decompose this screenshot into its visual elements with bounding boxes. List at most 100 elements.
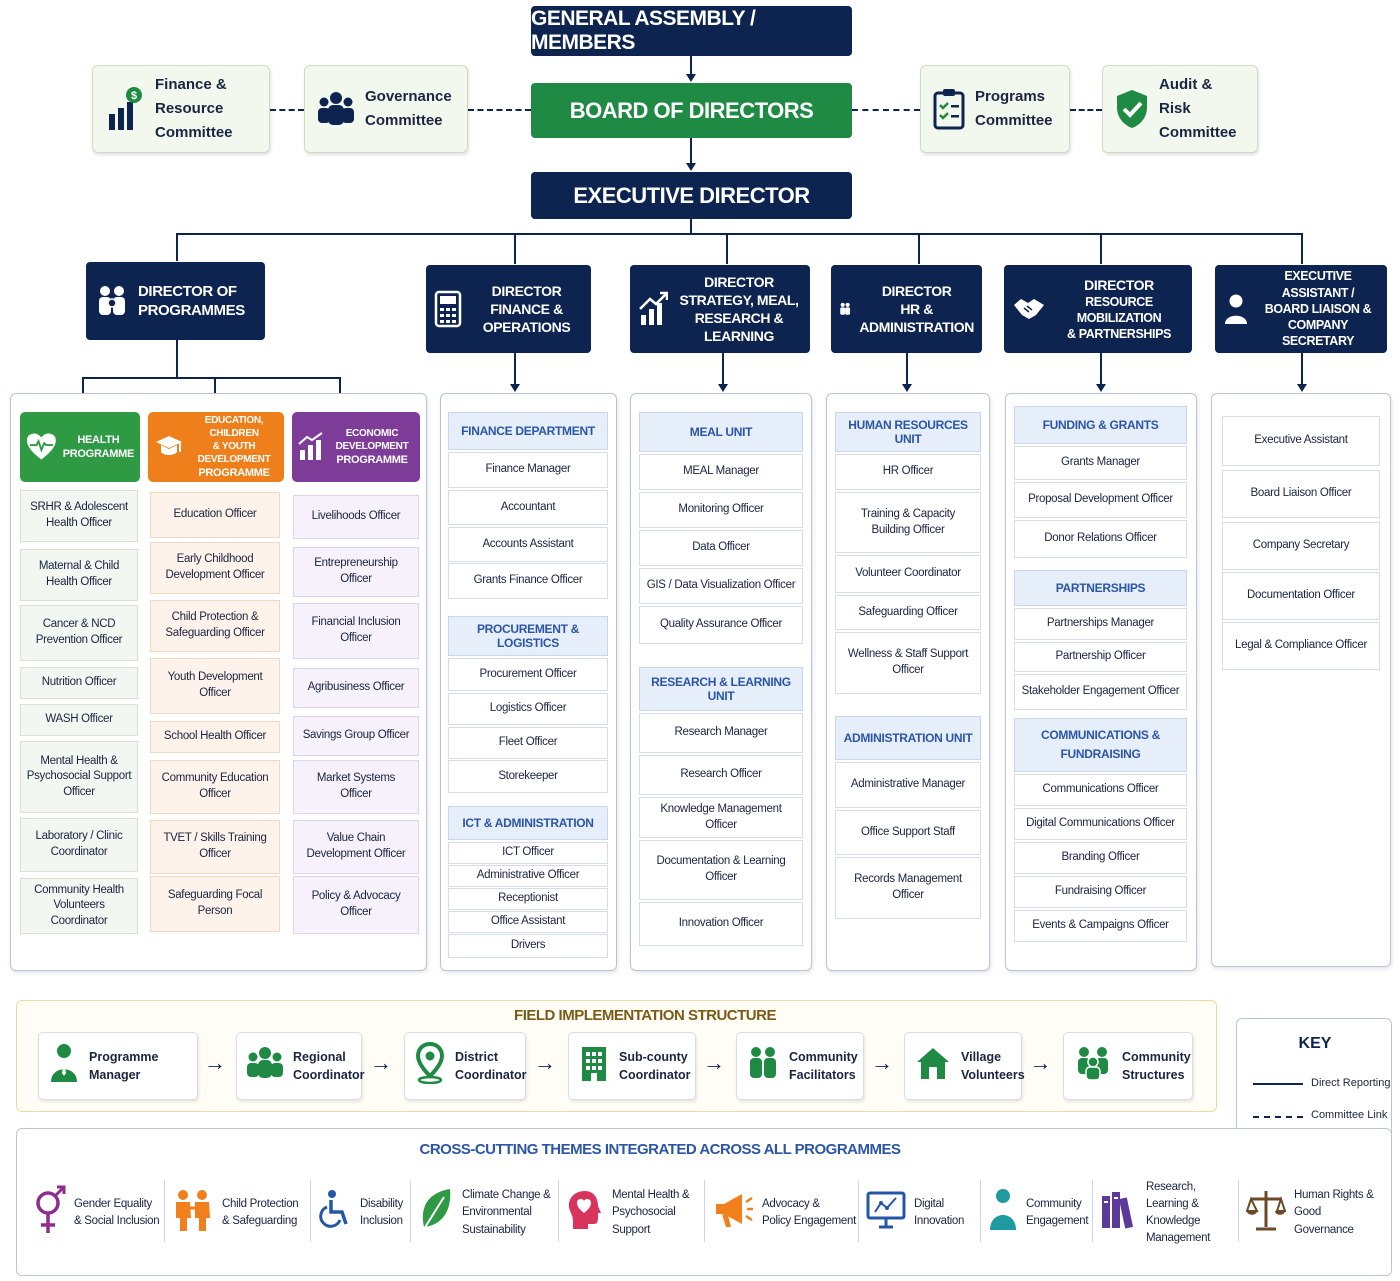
engagement-icon [988,1188,1018,1238]
theme-separator [164,1180,165,1242]
economic-item-text: Savings Group Officer [302,729,410,742]
economic-title-line2: PROGRAMME [336,453,408,466]
meal-item-text: MEAL Manager [683,465,759,478]
health-item-text: Nutrition Officer [41,676,117,689]
economic-programme-header: ECONOMIC DEVELOPMENT PROGRAMME [292,412,420,482]
hr-item-text: Volunteer Coordinator [855,567,961,580]
partnership-item-text: Stakeholder Engagement Officer [1021,685,1180,698]
hr-unit-header: HUMAN RESOURCES UNIT [835,412,981,452]
theme-label: Human Rights &Good Governance [1294,1187,1380,1239]
key-legend: KEY Direct Reporting Committee Link [1236,1018,1392,1146]
economic-item-text: Agribusiness Officer [307,681,405,694]
partnership-item-text: Partnerships Manager [1046,617,1155,630]
crosscutting-theme: Human Rights &Good Governance [1245,1180,1380,1246]
facilitators-icon [747,1045,779,1086]
admin-item-text: Office Support Staff [861,825,955,838]
communication-item-text: Events & Campaigns Officer [1032,919,1169,932]
health-item-text: Volunteers Coordinator [50,899,108,927]
exec-assistant-item-text: Documentation Officer [1247,589,1355,602]
education-item-text: Safeguarding Officer [165,627,265,639]
ict-item-text: ICT Officer [502,846,554,859]
education-item-text: Officer [199,848,231,860]
house-icon [915,1045,951,1086]
economic-item: Agribusiness Officer [293,668,419,708]
board-of-directors-label: BOARD OF DIRECTORS [569,97,814,123]
manager-icon [49,1043,79,1088]
field-step-label-line: Coordinator [455,1068,527,1082]
health-programme-header: HEALTH PROGRAMME [20,412,140,482]
crosscutting-title: CROSS-CUTTING THEMES INTEGRATED ACROSS A… [419,1141,901,1158]
procurement-item: Procurement Officer [448,658,608,691]
hr-item-text: Officer [892,664,924,676]
scales-icon [1245,1189,1287,1237]
ict-item-text: Office Assistant [490,915,566,928]
governance-committee-line1: Governance [365,88,452,105]
hr-item: Safeguarding Officer [835,595,981,630]
general-assembly-label: GENERAL ASSEMBLY / MEMBERS [531,7,756,54]
procurement-header: PROCUREMENT & LOGISTICS [448,616,608,656]
research-item: Research Manager [639,713,803,753]
health-item-text: SRHR & Adolescent [30,501,128,514]
director-resource-line2: RESOURCE MOBILIZATION [1076,294,1162,325]
meal-unit-header: MEAL UNIT [639,412,803,452]
crosscutting-theme: Advocacy &Policy Engagement [712,1180,858,1246]
research-item-text: Officer [705,871,737,883]
director-strategy-line2: STRATEGY, MEAL, [679,291,799,308]
field-step-label-line: Sub-county [619,1049,688,1064]
director-resource-box: DIRECTOR RESOURCE MOBILIZATION & PARTNER… [1004,265,1192,353]
exec-assistant-item: Documentation Officer [1222,572,1380,620]
economic-growth-icon [298,432,323,460]
ict-item: Administrative Officer [448,865,608,887]
field-flow-arrow: → [703,1050,725,1075]
research-item-text: Innovation Officer [678,917,764,930]
crosscutting-theme: Gender Equality& Social Inclusion [34,1180,168,1246]
exec-assistant-item-text: Board Liaison Officer [1250,487,1352,500]
finance-item: Grants Finance Officer [448,563,608,599]
theme-label-line: Knowledge [1146,1215,1201,1227]
field-flow-arrow: → [534,1050,556,1075]
communication-item: Events & Campaigns Officer [1014,910,1187,942]
finance-item: Finance Manager [448,452,608,488]
field-step-label-line: Coordinator [619,1068,691,1082]
leaf-icon [418,1187,454,1239]
people-icon [99,286,125,315]
governance-committee-line2: Committee [365,112,443,129]
funding-item: Proposal Development Officer [1014,482,1187,518]
education-item-text: TVET / Skills Training [163,832,267,845]
economic-item-text: Policy & Advocacy [311,890,401,903]
field-step-label: Programme Manager [89,1048,187,1084]
procurement-item-text: Fleet Officer [498,736,558,749]
theme-label: Gender Equality& Social Inclusion [74,1196,160,1231]
exec-assistant-item-text: Company Secretary [1252,539,1350,552]
communications-header: COMMUNICATIONS & FUNDRAISING [1014,718,1187,772]
field-step-label-line: Structures [1122,1068,1185,1082]
meal-item-text: Data Officer [692,541,750,554]
economic-item-text: Financial Inclusion [311,616,401,629]
director-programmes-line2: PROGRAMMES [138,302,245,319]
audit-committee-line1: Audit & Risk [1159,76,1213,117]
finance-committee-box: $ Finance & Resource Committee [92,65,270,153]
education-item-text: Community Education [161,772,269,785]
theme-label: Advocacy &Policy Engagement [762,1196,856,1231]
exec-assistant-item: Legal & Compliance Officer [1222,622,1380,670]
key-title: KEY [1298,1035,1332,1052]
economic-item-text: Entrepreneurship [314,557,398,570]
clipboard-icon [933,89,965,130]
director-hr-box: DIRECTOR HR & ADMINISTRATION [831,265,982,353]
ict-item: Receptionist [448,888,608,910]
education-programme-header: EDUCATION, CHILDREN & YOUTH DEVELOPMENT … [148,412,284,482]
field-step-label-line: Coordinator [293,1068,365,1082]
theme-label-line: Disability [360,1197,404,1210]
